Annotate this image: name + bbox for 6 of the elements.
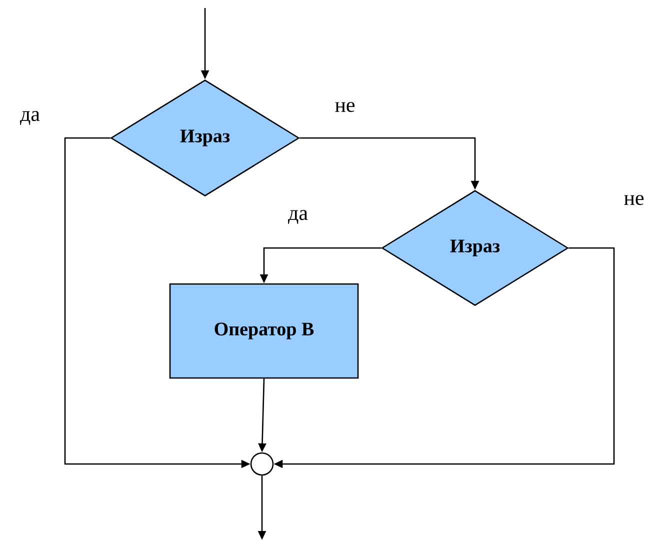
- connector-circle: [250, 452, 274, 476]
- edge-label: не: [622, 194, 646, 206]
- edge-label: не: [334, 100, 356, 114]
- edge-label: да: [287, 209, 309, 225]
- process-box: Оператор B: [169, 283, 359, 379]
- edge-label: да: [19, 110, 41, 126]
